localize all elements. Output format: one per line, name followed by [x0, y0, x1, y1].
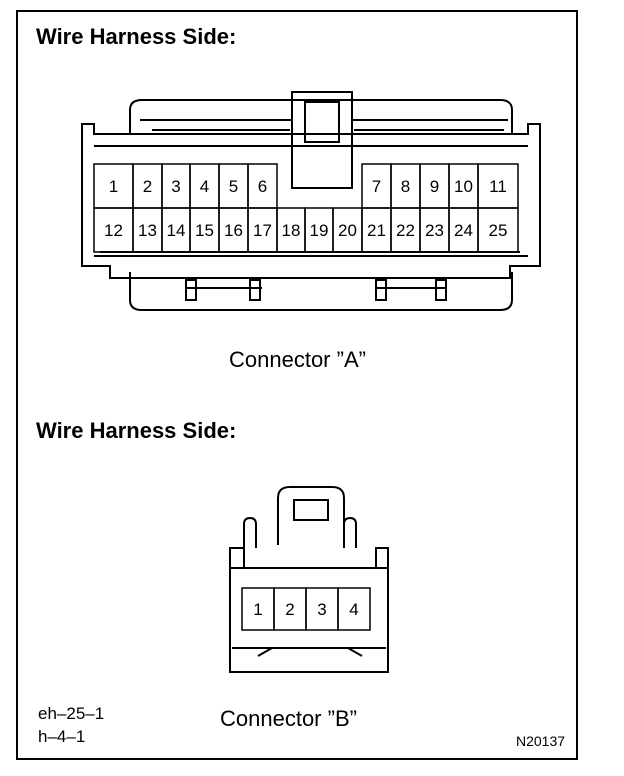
pin-a-15-label: 15: [195, 221, 214, 240]
pin-a-21-label: 21: [367, 221, 386, 240]
pin-b-2-label: 2: [285, 600, 294, 619]
pin-b-1-label: 1: [253, 600, 262, 619]
pin-b-3-label: 3: [317, 600, 326, 619]
pin-a-13-label: 13: [138, 221, 157, 240]
figure-frame: [16, 10, 578, 760]
pin-a-1-label: 1: [109, 177, 118, 196]
pin-a-18-label: 18: [282, 221, 301, 240]
pin-a-20-label: 20: [338, 221, 357, 240]
pin-a-14-label: 14: [167, 221, 186, 240]
pin-b-4-cavity: [337, 587, 371, 631]
pin-a-12-label: 12: [104, 221, 123, 240]
pin-a-24-label: 24: [454, 221, 473, 240]
pin-a-16-label: 16: [224, 221, 243, 240]
pin-a-25-label: 25: [489, 221, 508, 240]
figure-id: N20137: [516, 733, 566, 749]
heading-connector-b: Wire Harness Side:: [36, 418, 237, 443]
footer-code-1: eh–25–1: [38, 704, 105, 723]
pin-a-2-label: 2: [143, 177, 152, 196]
pin-a-7-label: 7: [372, 177, 381, 196]
pin-a-8-label: 8: [401, 177, 410, 196]
pin-a-4-label: 4: [200, 177, 209, 196]
pin-a-11-label: 11: [489, 177, 507, 196]
footer-code-2: h–4–1: [38, 727, 86, 746]
pin-a-19-label: 19: [310, 221, 329, 240]
pin-a-22-label: 22: [396, 221, 415, 240]
pin-a-25-cavity: [477, 207, 519, 253]
pin-b-4-label: 4: [349, 600, 358, 619]
caption-connector-a: Connector ”A”: [229, 347, 366, 372]
pin-a-6-label: 6: [258, 177, 267, 196]
heading-connector-a: Wire Harness Side:: [36, 24, 237, 49]
pin-a-17-label: 17: [253, 221, 272, 240]
pin-a-5-label: 5: [229, 177, 238, 196]
pin-a-9-label: 9: [430, 177, 439, 196]
pin-a-23-label: 23: [425, 221, 444, 240]
pin-a-10-label: 10: [454, 177, 473, 196]
pin-a-3-label: 3: [171, 177, 180, 196]
caption-connector-b: Connector ”B”: [220, 706, 357, 731]
